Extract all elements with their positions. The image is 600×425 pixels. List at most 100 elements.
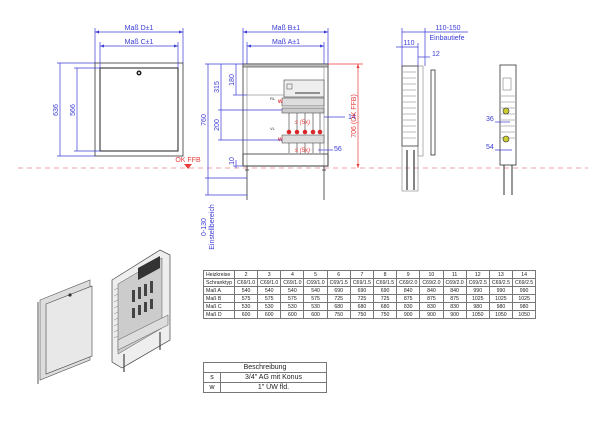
table-cell: 540: [280, 286, 305, 295]
return-manifold: [281, 97, 325, 107]
table-cell: 725: [326, 294, 351, 303]
table-cell: 900: [442, 310, 467, 319]
open-view: w w RL VL s (5x) s (5x) Maß B±1 Maß A±1 …: [201, 25, 363, 250]
s-label-top: s (5x): [295, 120, 310, 126]
table-cell: C69/2.5: [512, 278, 537, 287]
header-cell: 14: [512, 270, 537, 279]
table-cell: 750: [349, 310, 374, 319]
floor-label: OK FFB: [175, 157, 201, 164]
front-door: [99, 67, 179, 152]
table-cell: 840: [396, 286, 421, 295]
header-cell: 4: [280, 270, 305, 279]
side-view: 110-150 Einbautiefe 110 12: [396, 25, 468, 192]
table-cell: 1025: [512, 294, 537, 303]
description-header-row: Beschreibung: [203, 362, 327, 373]
dim-12: 12: [432, 51, 440, 58]
header-cell: 2: [233, 270, 259, 279]
dim-180: 180: [229, 74, 236, 86]
dim-10: 10: [229, 157, 236, 165]
table-cell: 530: [303, 302, 328, 311]
table-cell: 575: [257, 294, 282, 303]
table-cell: 600: [257, 310, 282, 319]
header-cell: 10: [419, 270, 444, 279]
table-cell: C69/2.0: [442, 278, 467, 287]
row-label: Heizkreise: [203, 270, 235, 279]
table-cell: 575: [233, 294, 259, 303]
table-cell: C69/1.5: [326, 278, 351, 287]
w-label-top: w: [277, 99, 283, 105]
dim-760: 760: [201, 114, 208, 126]
header-cell: 12: [465, 270, 490, 279]
table-cell: 990: [465, 286, 490, 295]
table-cell: 750: [326, 310, 351, 319]
vl-label: VL: [270, 126, 276, 131]
table-cell: 680: [372, 302, 398, 311]
dim-mass-a: Maß A±1: [272, 39, 300, 46]
dim-110: 110: [403, 40, 414, 47]
row-label: Maß A: [203, 286, 235, 295]
dim-54: 54: [486, 144, 494, 151]
table-cell: 900: [419, 310, 444, 319]
s-label-bottom: s (5x): [295, 148, 310, 154]
table-cell: C69/1.5: [349, 278, 374, 287]
table-cell: 830: [442, 302, 467, 311]
table-cell: C69/1.0: [233, 278, 259, 287]
table-cell: 980: [465, 302, 490, 311]
table-cell: 575: [303, 294, 328, 303]
table-cell: 725: [372, 294, 398, 303]
description-row: s 3/4" AG mit Konus: [203, 372, 327, 383]
table-cell: 600: [303, 310, 328, 319]
adjust-label: Einstellbereich: [209, 204, 216, 250]
dim-566: 566: [70, 104, 77, 116]
description-key: s: [203, 372, 221, 383]
row-label: Schranktyp: [203, 278, 235, 287]
table-cell: C69/2.5: [465, 278, 490, 287]
table-cell: C69/2.0: [396, 278, 421, 287]
table-cell: C69/2.5: [488, 278, 514, 287]
table-cell: 830: [396, 302, 421, 311]
table-cell: 1050: [512, 310, 537, 319]
table-cell: 530: [233, 302, 259, 311]
table-cell: 840: [442, 286, 467, 295]
table-cell: 540: [257, 286, 282, 295]
table-cell: 575: [280, 294, 305, 303]
table-cell: 1025: [465, 294, 490, 303]
table-cell: 830: [419, 302, 444, 311]
table-cell: 530: [280, 302, 305, 311]
table-cell: 690: [349, 286, 374, 295]
table-cell: 690: [326, 286, 351, 295]
table-cell: 1025: [488, 294, 514, 303]
header-cell: 3: [257, 270, 282, 279]
dim-14: 14: [348, 114, 356, 121]
table-cell: 980: [512, 302, 537, 311]
dim-mass-b: Maß B±1: [272, 25, 300, 32]
description-value: 3/4" AG mit Konus: [220, 372, 327, 383]
iso-open-cabinet: [111, 249, 171, 372]
table-cell: 600: [233, 310, 259, 319]
table-cell: 540: [233, 286, 259, 295]
dim-mass-c: Maß C±1: [125, 39, 154, 46]
dim-mass-d: Maß D±1: [125, 25, 154, 32]
dim-636: 636: [53, 104, 60, 116]
row-label: Maß D: [203, 310, 235, 319]
dim-adjust-range: 0-130: [201, 218, 208, 236]
valve-icon: [502, 107, 510, 115]
header-cell: 6: [326, 270, 351, 279]
dim-56: 56: [334, 146, 342, 153]
table-cell: 1050: [488, 310, 514, 319]
header-cell: 11: [442, 270, 467, 279]
controller-box: [283, 79, 325, 98]
row-label: Maß B: [203, 294, 235, 303]
flow-manifold: [281, 134, 325, 144]
description-title: Beschreibung: [203, 362, 327, 373]
header-cell: 9: [396, 270, 421, 279]
description-key: w: [203, 382, 221, 393]
table-cell: 690: [372, 286, 398, 295]
table-cell: 875: [396, 294, 421, 303]
table-cell: 725: [349, 294, 374, 303]
